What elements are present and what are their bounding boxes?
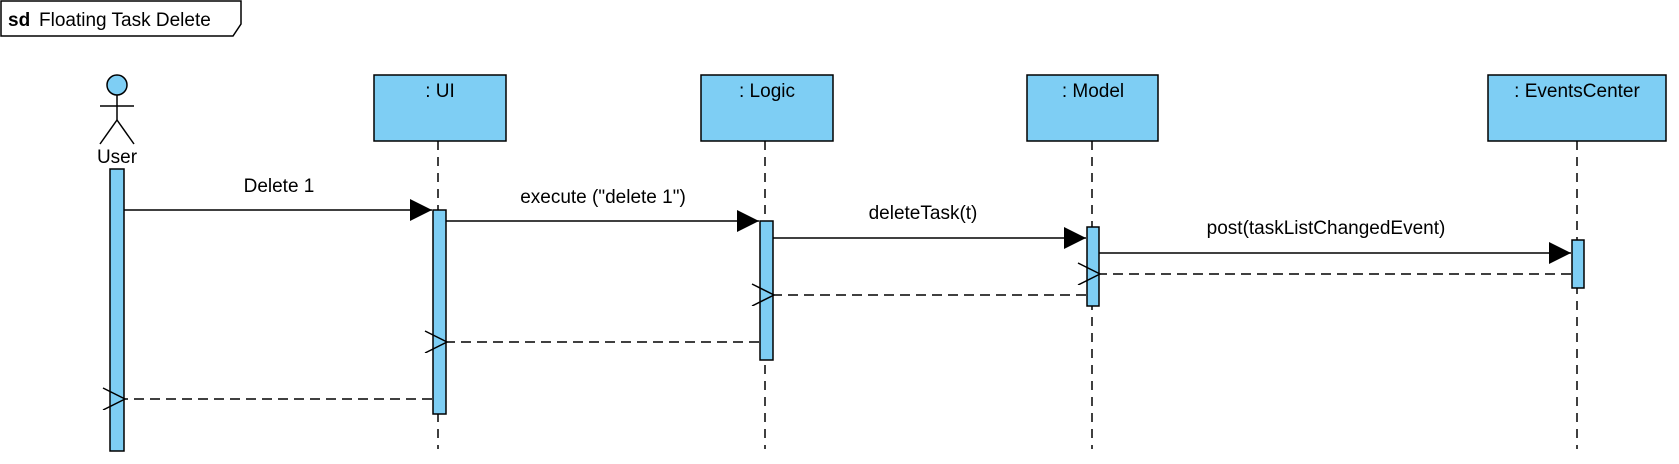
participant-label-events: : EventsCenter — [1514, 81, 1640, 102]
participant-label-ui: : UI — [425, 81, 455, 102]
activation-ui — [432, 209, 447, 415]
activation-events — [1571, 239, 1585, 289]
participant-label-logic: : Logic — [739, 81, 795, 102]
activations — [109, 168, 1585, 452]
actor-user — [99, 74, 135, 145]
participant-events: : EventsCenter — [1487, 74, 1667, 142]
frame-title: Floating Task Delete — [39, 10, 211, 31]
activation-user — [109, 168, 125, 452]
participant-label-model: : Model — [1062, 81, 1124, 102]
message-label-execute: execute ("delete 1") — [520, 187, 686, 208]
participant-ui: : UI — [373, 74, 507, 142]
messages-return — [125, 274, 1571, 399]
activation-logic — [759, 220, 774, 361]
participant-model: : Model — [1026, 74, 1159, 142]
participant-label-user: User — [97, 147, 138, 168]
frame-tag: sd Floating Task Delete — [0, 0, 242, 37]
activation-model — [1086, 226, 1100, 307]
message-label-delete: Delete 1 — [244, 176, 315, 197]
actor-head — [106, 74, 128, 96]
message-label-post: post(taskListChangedEvent) — [1207, 218, 1446, 239]
message-label-delete-task: deleteTask(t) — [869, 203, 978, 224]
participant-logic: : Logic — [700, 74, 834, 142]
frame-keyword: sd — [8, 10, 30, 31]
messages-sync — [124, 199, 1571, 264]
